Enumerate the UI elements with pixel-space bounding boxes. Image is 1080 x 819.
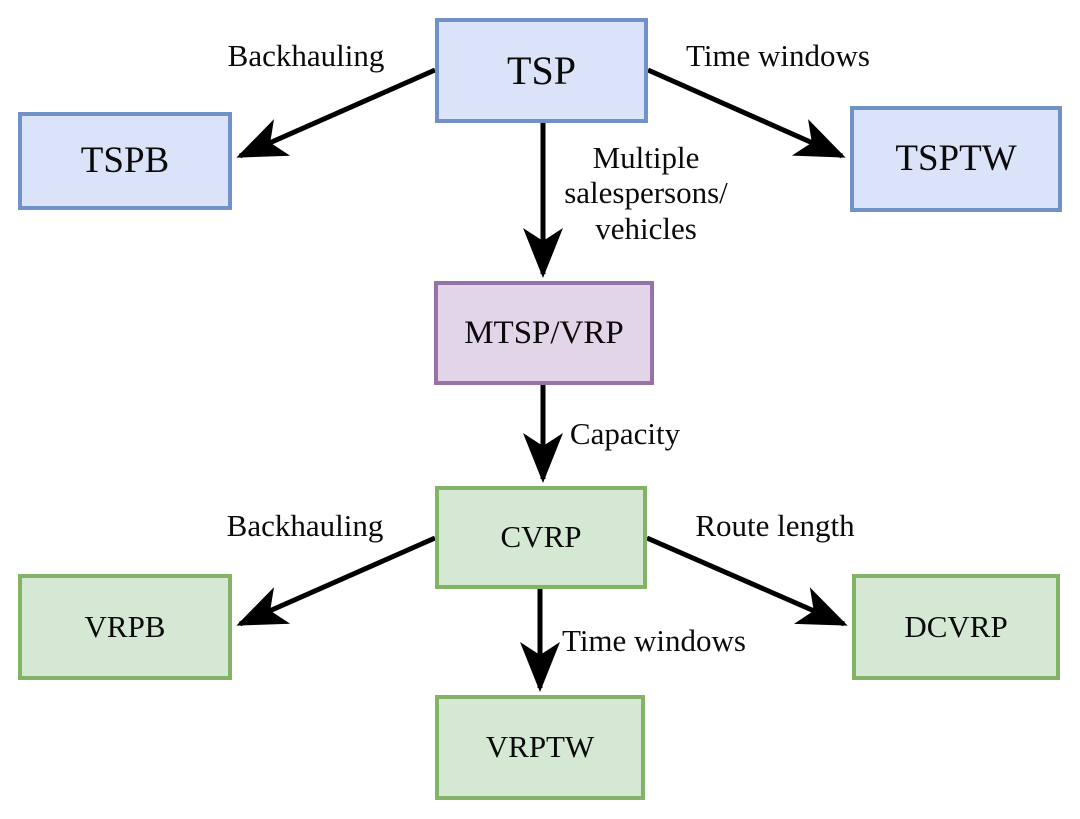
edge-cvrp-to-dcvrp <box>645 535 848 627</box>
node-label-dcvrp: DCVRP <box>904 608 1008 644</box>
edge-tsp-to-tspb <box>236 67 437 159</box>
label-multiple-vehicles: Multiple salespersons/ vehicles <box>564 140 728 246</box>
label-time-windows-top: Time windows <box>685 38 871 73</box>
node-label-tspb: TSPB <box>80 139 170 181</box>
node-cvrp[interactable]: CVRP <box>435 486 647 589</box>
node-label-tsptw: TSPTW <box>895 137 1017 179</box>
node-label-cvrp: CVRP <box>500 519 582 555</box>
node-mtsp[interactable]: MTSP/VRP <box>434 281 654 385</box>
label-time-windows-bot: Time windows <box>561 623 747 658</box>
label-backhauling-top: Backhauling <box>227 38 385 73</box>
node-label-vrptw: VRPTW <box>485 729 595 765</box>
node-dcvrp[interactable]: DCVRP <box>852 574 1060 680</box>
node-tsp[interactable]: TSP <box>435 18 648 123</box>
node-label-tsp: TSP <box>507 47 576 93</box>
node-label-mtsp: MTSP/VRP <box>464 314 624 351</box>
node-tsptw[interactable]: TSPTW <box>850 106 1062 212</box>
node-label-vrpb: VRPB <box>84 608 166 644</box>
node-tspb[interactable]: TSPB <box>18 112 232 210</box>
node-vrptw[interactable]: VRPTW <box>435 695 645 800</box>
label-backhauling-bot: Backhauling <box>226 508 384 543</box>
edge-cvrp-to-vrpb <box>236 535 437 627</box>
label-capacity: Capacity <box>569 416 681 451</box>
label-route-length: Route length <box>695 508 855 543</box>
node-vrpb[interactable]: VRPB <box>18 574 232 680</box>
